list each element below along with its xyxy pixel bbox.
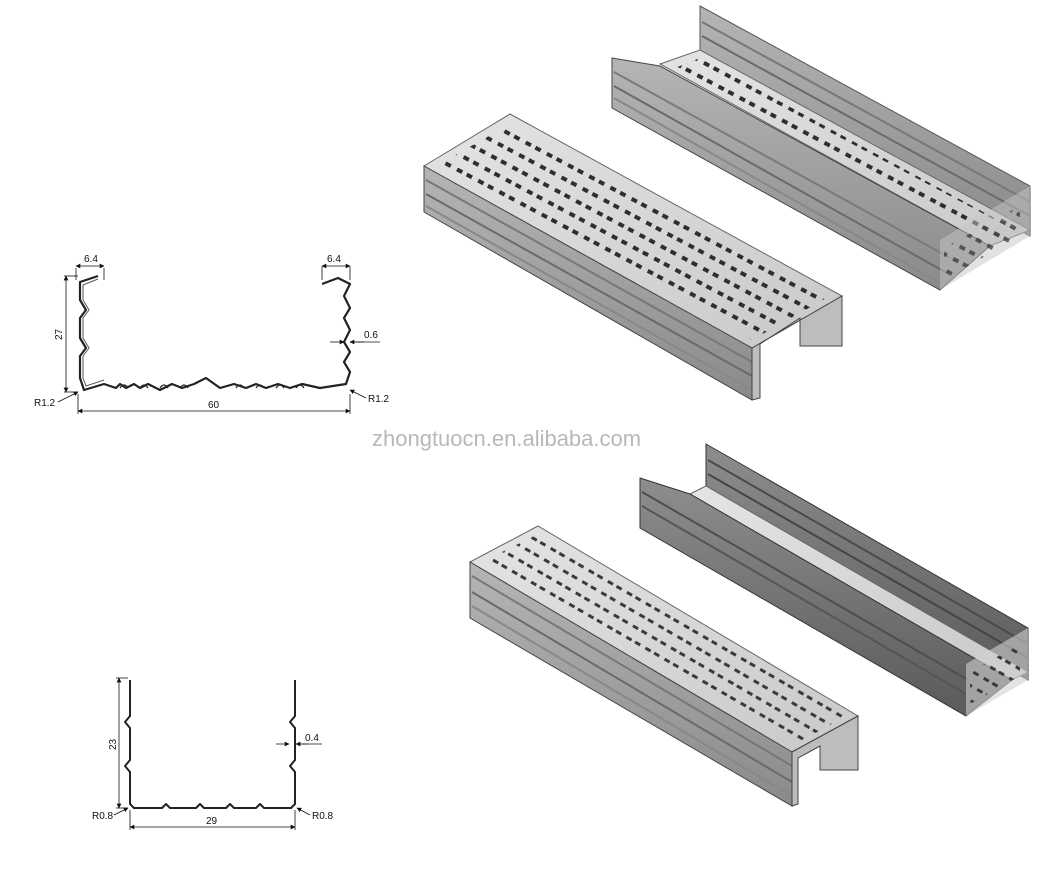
dim-radius-left: R1.2 xyxy=(34,398,56,409)
channel-large-open-render xyxy=(611,5,1032,291)
dim-lip-left: 6.4 xyxy=(84,254,98,265)
dim-small-radius-right: R0.8 xyxy=(312,811,334,822)
dim-thickness: 0.6 xyxy=(364,330,378,341)
profile-small-outline xyxy=(124,680,296,809)
dim-radius-right: R1.2 xyxy=(368,394,390,405)
dim-width: 60 xyxy=(208,400,220,411)
watermark-text: zhongtuocn.en.alibaba.com xyxy=(372,426,641,451)
dim-small-width: 29 xyxy=(206,816,218,827)
channel-small-open-render xyxy=(639,443,1030,717)
profile-large-drawing: 6.4 6.4 27 0.6 60 R1.2 R1.2 xyxy=(34,254,390,414)
dim-small-thickness: 0.4 xyxy=(305,733,319,744)
channel-small-flipped-render xyxy=(468,525,860,807)
channel-large-flipped-render xyxy=(423,113,844,401)
dim-small-height: 23 xyxy=(108,738,119,750)
profile-small-drawing: 23 0.4 29 R0.8 R0.8 xyxy=(92,677,334,830)
dim-height: 27 xyxy=(54,328,65,340)
dim-small-radius-left: R0.8 xyxy=(92,811,114,822)
dim-lip-right: 6.4 xyxy=(327,254,341,265)
profile-large-outline xyxy=(78,274,352,392)
